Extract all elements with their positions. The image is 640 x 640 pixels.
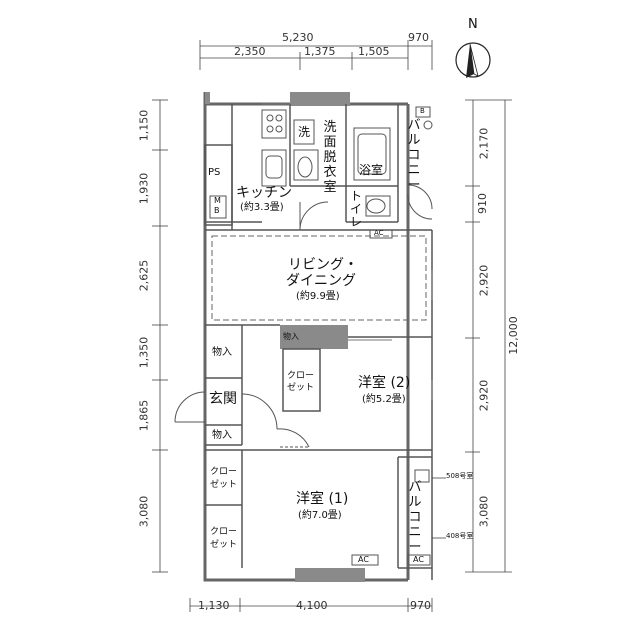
dim-right-5: 3,080 <box>477 495 491 528</box>
dim-right-3: 2,920 <box>477 264 491 297</box>
dim-left-1: 1,150 <box>137 109 151 142</box>
doors <box>174 184 433 448</box>
dim-bottom-3: 970 <box>410 599 431 612</box>
unit-508-label: 508号室 <box>446 472 474 480</box>
dim-left-4: 1,350 <box>137 336 151 369</box>
toilet-char: ト <box>349 189 362 203</box>
dim-right-1: 2,170 <box>477 127 491 160</box>
western1-area: (約7.0畳) <box>298 510 342 521</box>
toilet-char: レ <box>349 215 362 229</box>
balcony-top-label: バ ル コ ニ ー <box>407 118 421 193</box>
dimension-lines <box>152 40 512 612</box>
dim-bottom-2: 4,100 <box>296 599 328 612</box>
closet-w2-line1: クロー <box>287 371 315 381</box>
kitchen-name: キッチン <box>236 185 292 201</box>
ldk-name-line2: ダイニング <box>286 273 356 289</box>
storage-small: 物入 <box>283 332 299 341</box>
washroom-label: 洗 面 脱 衣 室 <box>323 120 337 195</box>
dim-top-right: 970 <box>408 31 429 44</box>
ldk-dashed-area <box>211 235 427 321</box>
closet-w2-line2: ゼット <box>287 383 315 393</box>
washroom-char: 洗 <box>323 120 337 135</box>
balcony-char: ー <box>408 540 422 555</box>
dim-left-5: 1,865 <box>137 399 151 432</box>
washroom-char: 脱 <box>323 150 337 165</box>
ac-balcony-label: AC <box>413 555 424 564</box>
dim-top-sub-3: 1,505 <box>358 45 390 58</box>
balcony-bottom-label: バ ル コ ニ ー <box>408 480 422 555</box>
mb-label-bottom: B <box>214 206 220 215</box>
north-label: N <box>468 17 478 32</box>
entrance-name: 玄関 <box>209 391 237 407</box>
ps-label: PS <box>208 167 221 178</box>
unit-408-label: 408号室 <box>446 532 474 540</box>
washroom-char: 衣 <box>323 165 337 180</box>
dim-left-2: 1,930 <box>137 172 151 205</box>
balcony-char: コ <box>407 148 421 163</box>
closet-a-line1: クロー <box>210 467 238 477</box>
dim-bottom-1: 1,130 <box>198 599 230 612</box>
washroom-char: 面 <box>323 135 337 150</box>
closet-b-line2: ゼット <box>210 540 238 550</box>
balcony-char: ル <box>408 495 422 510</box>
dim-top-sub-2: 1,375 <box>304 45 336 58</box>
dim-top-total: 5,230 <box>282 31 314 44</box>
ldk-name-line1: リビング・ <box>288 257 358 273</box>
storage-upper: 物入 <box>212 347 232 358</box>
kitchen-area: (約3.3畳) <box>240 202 284 213</box>
western1-name: 洋室 (1) <box>296 491 349 507</box>
north-compass-icon <box>455 42 491 78</box>
dim-right-4: 2,920 <box>477 379 491 412</box>
balcony-char: ニ <box>407 163 421 178</box>
toilet-label: ト イ レ <box>349 190 363 229</box>
closet-b-line1: クロー <box>210 527 238 537</box>
storage-lower: 物入 <box>212 430 232 441</box>
dim-left-3: 2,625 <box>137 259 151 292</box>
windows <box>262 103 433 400</box>
balcony-char: ニ <box>408 525 422 540</box>
heater-label: B <box>420 107 425 115</box>
balcony-char: ー <box>407 178 421 193</box>
washroom-char: 室 <box>323 180 337 195</box>
ldk-area: (約9.9畳) <box>296 291 340 302</box>
dim-right-total: 12,000 <box>506 316 520 355</box>
balcony-char: ル <box>407 133 421 148</box>
toilet-char: イ <box>349 202 362 216</box>
unit-pointer-lines <box>432 477 446 539</box>
closet-a-line2: ゼット <box>210 480 238 490</box>
mb-label-top: M <box>214 196 221 205</box>
ac-w1-label: AC <box>358 555 369 564</box>
dim-top-sub-1: 2,350 <box>234 45 266 58</box>
ac-ldk-label: AC <box>374 229 384 237</box>
washer-label: 洗 <box>298 125 311 139</box>
balcony-char: バ <box>407 118 421 133</box>
fixtures <box>209 106 433 566</box>
dim-right-2: 910 <box>476 193 489 214</box>
western2-area: (約5.2畳) <box>362 394 406 405</box>
western2-name: 洋室 (2) <box>358 375 411 391</box>
bath-name: 浴室 <box>359 163 384 177</box>
dim-left-6: 3,080 <box>137 495 151 528</box>
balcony-char: バ <box>408 480 422 495</box>
balcony-char: コ <box>408 510 422 525</box>
wall-blocks <box>205 92 365 582</box>
